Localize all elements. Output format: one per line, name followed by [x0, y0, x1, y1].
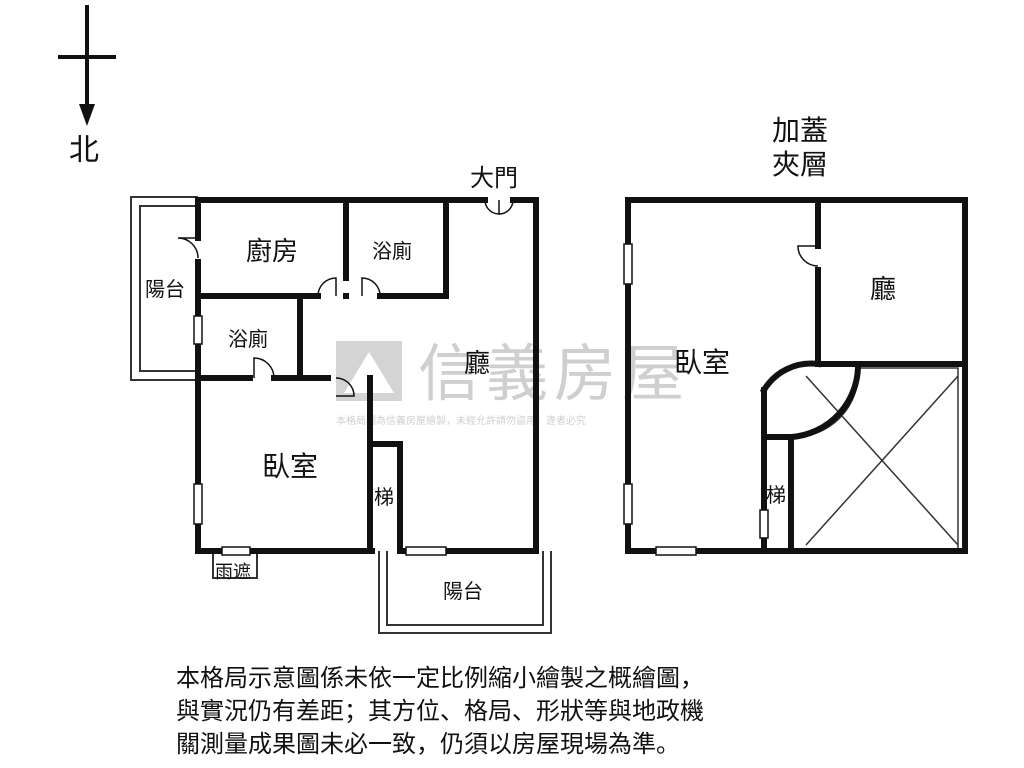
ground-floor-plan: 大門 廚房 浴廁 浴廁 陽台 廳 臥室 梯 雨遮 陽台	[130, 164, 552, 634]
disclaimer-line: 本格局示意圖係未依一定比例縮小繪製之概繪圖，	[176, 664, 704, 692]
mezzanine-title-line1: 加蓋	[772, 114, 828, 147]
bath-left-label: 浴廁	[228, 327, 268, 351]
watermark-notice: 本格局圖為信義房屋繪製，未經允許請勿盜用，違者必究	[336, 414, 586, 427]
watermark: 信義房屋 本格局圖為信義房屋繪製，未經允許請勿盜用，違者必究	[336, 337, 690, 427]
kitchen-label: 廚房	[246, 237, 298, 267]
balcony-west-label: 陽台	[145, 277, 185, 301]
rain-shelter	[212, 552, 258, 579]
north-arrow-icon	[58, 5, 116, 126]
disclaimer-note: 本格局示意圖係未依一定比例縮小繪製之概繪圖， 與實況仍有差距；其方位、格局、形狀…	[176, 662, 876, 761]
void-opening	[790, 367, 959, 552]
disclaimer-line: 與實況仍有差距；其方位、格局、形狀等與地政機	[176, 697, 704, 725]
main-door-label: 大門	[470, 164, 518, 192]
watermark-brand: 信義房屋	[418, 337, 690, 410]
stairs-label: 梯	[374, 485, 394, 509]
bath-top-label: 浴廁	[372, 239, 412, 263]
balcony-west	[130, 196, 198, 381]
north-label: 北	[69, 133, 99, 168]
mezz-stairs-label: 梯	[766, 483, 786, 507]
disclaimer-line: 關測量成果圖未必一致，仍須以房屋現場為準。	[176, 730, 680, 758]
living-room-label: 廳	[464, 349, 490, 379]
balcony-south	[378, 551, 552, 634]
mezzanine-title-line2: 夾層	[772, 148, 828, 181]
rain-shelter-label: 雨遮	[215, 562, 251, 583]
balcony-south-label: 陽台	[443, 579, 483, 603]
bedroom-label: 臥室	[262, 450, 318, 483]
mezz-bedroom-label: 臥室	[674, 346, 730, 379]
mezzanine-plan: 加蓋 夾層	[623, 114, 968, 556]
mezz-living-label: 廳	[870, 275, 896, 305]
